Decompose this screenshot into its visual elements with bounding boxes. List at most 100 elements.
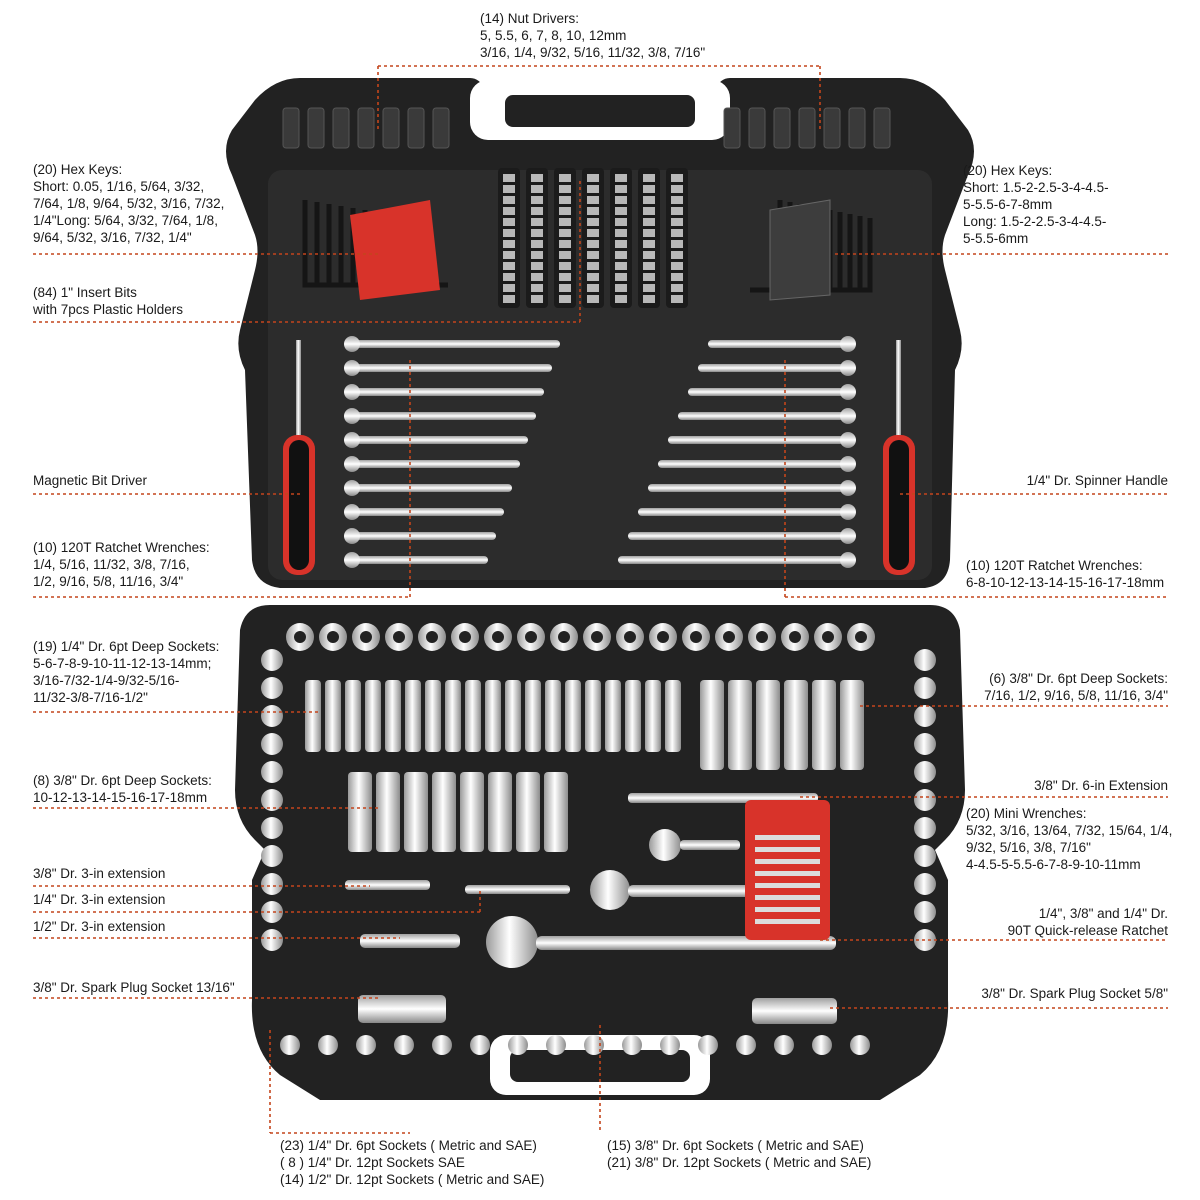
socket-bore	[657, 631, 669, 643]
insert-bit	[643, 229, 655, 237]
wrench-head	[344, 480, 360, 496]
insert-bit	[671, 273, 683, 281]
insert-bit	[531, 262, 543, 270]
socket	[318, 1035, 338, 1055]
insert-bit	[531, 284, 543, 292]
label-three-eighth-deep-sae: (6) 3/8" Dr. 6pt Deep Sockets: 7/16, 1/2…	[984, 671, 1168, 703]
insert-bit	[587, 273, 599, 281]
socket	[356, 1035, 376, 1055]
socket	[914, 901, 936, 923]
socket	[812, 1035, 832, 1055]
label-bottom-left-sockets: (23) 1/4" Dr. 6pt Sockets ( Metric and S…	[280, 1138, 545, 1187]
ratchet-wrench	[345, 364, 552, 372]
spark-plug-socket-5-8	[752, 998, 837, 1024]
hex-key	[840, 218, 873, 293]
insert-bit	[643, 284, 655, 292]
socket	[261, 733, 283, 755]
insert-bit	[559, 174, 571, 182]
nut-driver	[798, 107, 816, 149]
label-ext-3in-1-4: 1/4" Dr. 3-in extension	[33, 892, 166, 907]
quarter-deep-socket	[485, 680, 501, 752]
wrench-head	[840, 384, 856, 400]
quarter-deep-socket	[665, 680, 681, 752]
socket-bore	[591, 631, 603, 643]
insert-bit	[503, 174, 515, 182]
label-ext-3in-3-8: 3/8" Dr. 3-in extension	[33, 866, 166, 881]
mini-wrench	[755, 847, 820, 852]
socket	[470, 1035, 490, 1055]
ratchet-wrench	[345, 484, 512, 492]
wrench-head	[344, 504, 360, 520]
insert-bit	[531, 218, 543, 226]
insert-bit	[615, 229, 627, 237]
insert-bit	[559, 207, 571, 215]
insert-bit	[587, 251, 599, 259]
ratchet-wrench	[638, 508, 848, 516]
quarter-deep-socket	[385, 680, 401, 752]
quarter-deep-socket	[625, 680, 641, 752]
insert-bit	[643, 295, 655, 303]
mini-wrench	[755, 919, 820, 924]
spinner-shaft	[896, 340, 901, 440]
insert-bit	[559, 284, 571, 292]
nut-driver	[723, 107, 741, 149]
spinner-grip	[889, 440, 909, 570]
socket	[914, 873, 936, 895]
insert-bit	[587, 262, 599, 270]
label-spark-plug-13-16: 3/8" Dr. Spark Plug Socket 13/16"	[33, 980, 235, 995]
label-hex-keys-metric: (20) Hex Keys: Short: 1.5-2-2.5-3-4-4.5-…	[963, 163, 1109, 246]
insert-bit	[671, 196, 683, 204]
ratchet-handle-1-4	[680, 840, 740, 850]
mini-wrench	[755, 883, 820, 888]
ratchet-head-3-8	[590, 870, 630, 910]
insert-bit	[559, 273, 571, 281]
insert-bit	[615, 273, 627, 281]
three-eighth-deep-socket	[728, 680, 752, 770]
insert-bit	[587, 240, 599, 248]
lid-handle-grip	[505, 95, 695, 127]
socket-bore	[327, 631, 339, 643]
mini-wrench	[755, 871, 820, 876]
insert-bit	[503, 218, 515, 226]
label-mini-wrenches: (20) Mini Wrenches: 5/32, 3/16, 13/64, 7…	[966, 806, 1173, 872]
socket	[261, 649, 283, 671]
wrench-head	[344, 360, 360, 376]
insert-bit	[615, 240, 627, 248]
insert-bit	[559, 229, 571, 237]
socket	[261, 761, 283, 783]
wrench-head	[344, 552, 360, 568]
socket-bore	[360, 631, 372, 643]
bit-driver-grip	[289, 440, 309, 570]
three-eighth-deep-socket	[348, 772, 372, 852]
insert-bit	[531, 295, 543, 303]
quarter-deep-socket	[465, 680, 481, 752]
insert-bit	[559, 251, 571, 259]
socket-bore	[525, 631, 537, 643]
socket	[261, 901, 283, 923]
ratchet-wrench	[658, 460, 848, 468]
socket	[914, 789, 936, 811]
label-ratchet-wrenches-metric: (10) 120T Ratchet Wrenches: 6-8-10-12-13…	[966, 558, 1165, 590]
quarter-deep-socket	[505, 680, 521, 752]
nut-driver	[848, 107, 866, 149]
three-eighth-deep-socket	[812, 680, 836, 770]
wrench-head	[344, 456, 360, 472]
label-spark-plug-5-8: 3/8" Dr. Spark Plug Socket 5/8"	[981, 986, 1168, 1001]
three-eighth-deep-socket	[516, 772, 540, 852]
ratchet-wrench	[628, 532, 848, 540]
three-in-extension-1-2	[360, 934, 460, 948]
socket	[660, 1035, 680, 1055]
insert-bit	[587, 185, 599, 193]
ratchet-wrench	[668, 436, 848, 444]
socket-bore	[426, 631, 438, 643]
socket-bore	[492, 631, 504, 643]
quarter-deep-socket	[605, 680, 621, 752]
socket-bore	[558, 631, 570, 643]
insert-bit	[643, 185, 655, 193]
leader-lines	[33, 65, 1168, 1134]
socket	[914, 649, 936, 671]
insert-bit	[615, 174, 627, 182]
socket	[850, 1035, 870, 1055]
socket	[914, 677, 936, 699]
